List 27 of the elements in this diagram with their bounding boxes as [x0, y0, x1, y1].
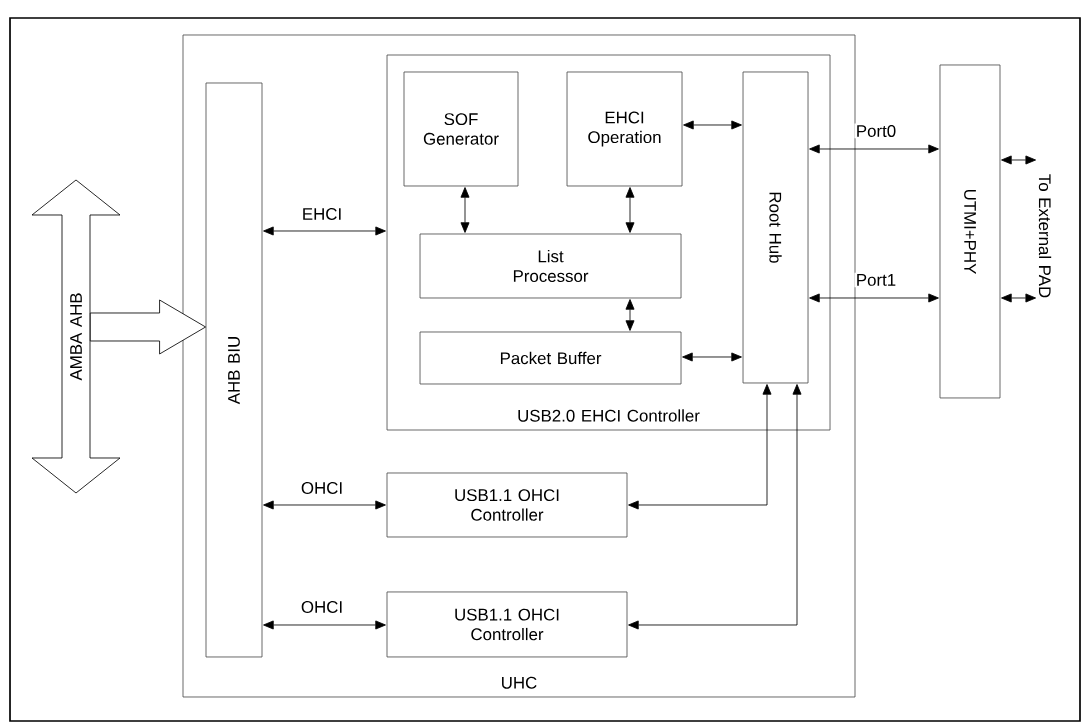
edge-label: Port1 [854, 272, 898, 288]
block-box: SOF Generator [403, 71, 519, 187]
arrow [1001, 293, 1036, 303]
block-arrow [89, 299, 206, 355]
bus-interface-box: AHB BIU [205, 82, 263, 658]
arrow [809, 293, 939, 303]
arrow [263, 500, 386, 510]
arrow [625, 299, 635, 331]
block-box: Root Hub [742, 71, 809, 384]
phy-box: UTMI+PHY [939, 64, 1001, 399]
block-box: EHCI Operation [566, 71, 683, 187]
block-box: USB1.1 OHCI Controller [386, 472, 628, 538]
arrow [263, 620, 386, 630]
arrow [682, 352, 742, 362]
block-box: List Processor [419, 233, 682, 299]
arrow [628, 384, 802, 630]
arrow [683, 120, 742, 130]
arrow [1001, 155, 1036, 165]
arrow [263, 226, 386, 236]
arrow [460, 187, 470, 233]
pad-text: To External PAD [1037, 150, 1053, 322]
arrow [625, 187, 635, 233]
block-box: USB1.1 OHCI Controller [386, 591, 628, 658]
block-box: Packet Buffer [419, 331, 682, 385]
edge-label: Port0 [854, 123, 898, 139]
arrow [809, 144, 939, 154]
arrow [628, 384, 772, 510]
